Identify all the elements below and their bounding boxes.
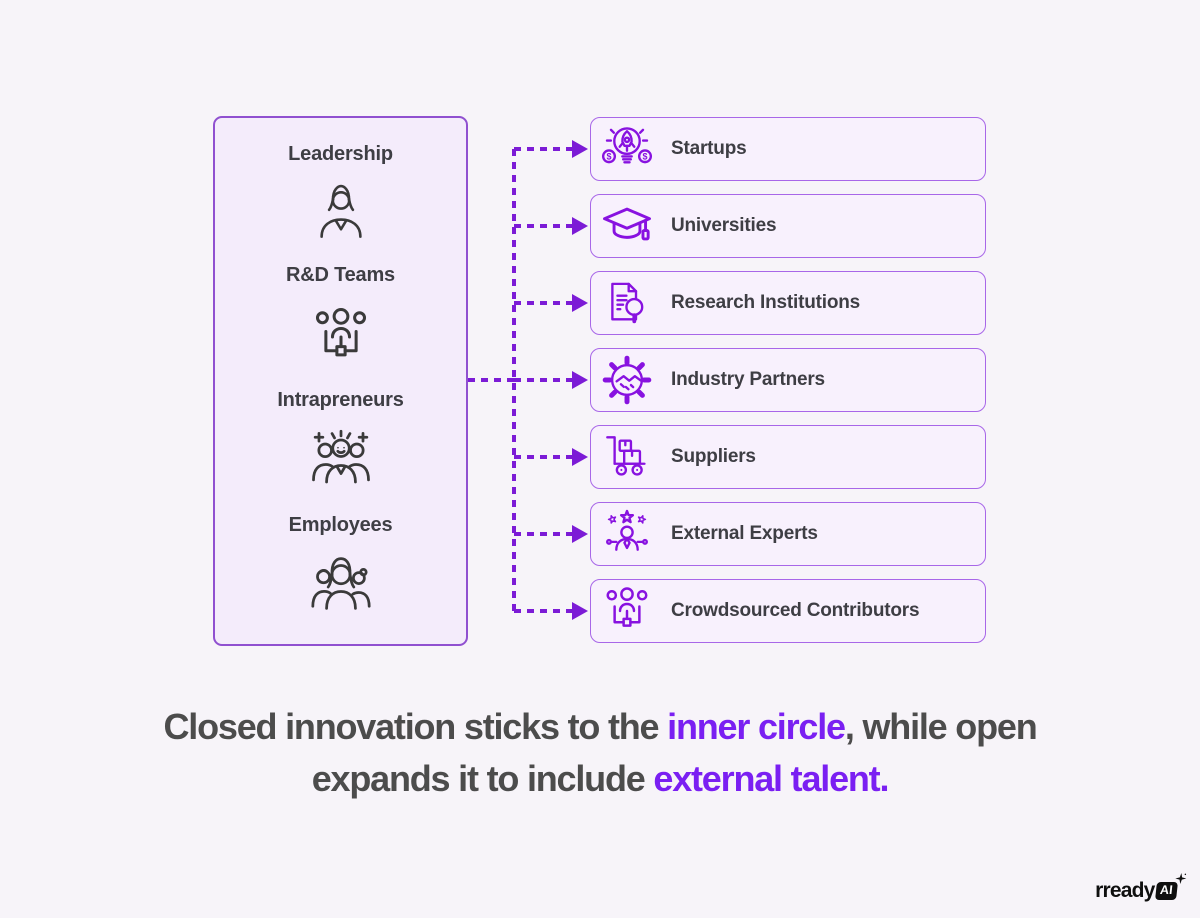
inner-item-label-employees: Employees [288,513,393,536]
team-structure-icon [308,304,374,370]
inner-item-label-rd-teams: R&D Teams [286,263,395,286]
arrowhead-6 [572,525,588,543]
caption-text: Closed innovation sticks to the [163,706,668,747]
arrowhead-2 [572,217,588,235]
external-box-label: Industry Partners [671,369,825,390]
external-box-suppliers: Suppliers [590,425,986,489]
svg-text:$: $ [606,151,611,161]
arrowhead-1 [572,140,588,158]
caption-line-1: Closed innovation sticks to the inner ci… [0,701,1200,753]
connector-stub [468,378,514,382]
caption-text: , while open [844,706,1038,747]
external-box-label: Crowdsourced Contributors [671,600,920,621]
inner-item-label-intrapreneurs: Intrapreneurs [277,388,404,411]
gear-handshake-icon [600,353,654,407]
connector-row-2 [514,224,572,228]
caption: Closed innovation sticks to the inner ci… [0,701,1200,805]
connector-row-1 [514,147,572,151]
external-box-industry-partners: Industry Partners [590,348,986,412]
caption-text: expands it to include [311,758,654,799]
caption-highlight-inner-circle: inner circle [667,706,846,747]
document-magnifier-icon [600,276,654,330]
external-box-label: External Experts [671,523,818,544]
connector-row-3 [514,301,572,305]
leadership-icon [310,183,372,245]
external-box-label: Suppliers [671,446,756,467]
sparkle-icon [1173,873,1186,887]
connector-row-6 [514,532,572,536]
external-box-research-institutions: Research Institutions [590,271,986,335]
external-box-universities: Universities [590,194,986,258]
rready-ai-logo: rready AI [1095,873,1186,903]
connector-row-4 [514,378,572,382]
rocket-lightbulb-icon: $ $ [600,122,654,176]
arrowhead-3 [572,294,588,312]
arrowhead-7 [572,602,588,620]
external-box-crowdsourced-contributors: Crowdsourced Contributors [590,579,986,643]
inner-circle-box: Leadership R&D Teams Intr [213,116,468,646]
inner-item-label-leadership: Leadership [288,142,393,165]
connector-row-5 [514,455,572,459]
external-box-label: Universities [671,215,777,236]
svg-text:$: $ [642,151,647,161]
person-stars-icon [600,507,654,561]
logo-wordmark: rready [1095,879,1155,902]
caption-highlight-external-talent: external talent. [653,758,889,799]
intrapreneurs-icon [308,429,374,495]
graduation-cap-icon [600,199,654,253]
connector-row-7 [514,609,572,613]
logo-ai-badge-text: AI [1158,883,1173,897]
crowd-network-icon [600,584,654,638]
caption-line-2: expands it to include external talent. [0,753,1200,805]
employees-icon [308,554,374,620]
arrowhead-4 [572,371,588,389]
external-boxes-column: $ $ Startups Universities [590,117,986,643]
logo-ai-badge: AI [1154,873,1186,900]
external-box-label: Research Institutions [671,292,861,313]
delivery-trolley-icon [600,430,654,484]
external-box-external-experts: External Experts [590,502,986,566]
arrowhead-5 [572,448,588,466]
external-box-startups: $ $ Startups [590,117,986,181]
external-box-label: Startups [671,138,747,159]
